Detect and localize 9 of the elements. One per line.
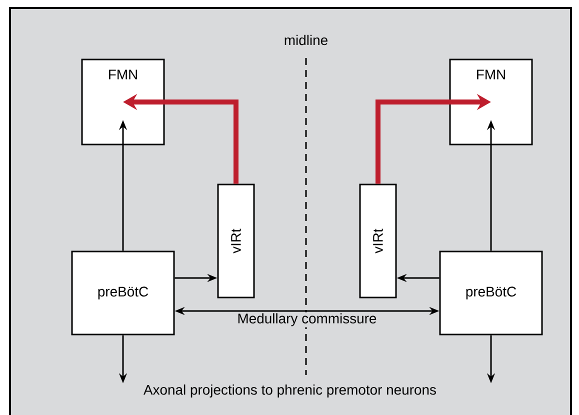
region-box: FMN — [449, 58, 533, 146]
region-box: preBötC — [71, 250, 175, 336]
region-box: vIRt — [359, 184, 397, 298]
edge-label: Medullary commissure — [236, 312, 378, 328]
region-box: preBötC — [439, 250, 543, 336]
region-box: FMN — [81, 58, 165, 146]
caption-text: Axonal projections to phrenic premotor neurons — [142, 384, 438, 398]
region-box: vIRt — [217, 184, 255, 298]
midline-label: midline — [284, 34, 328, 46]
